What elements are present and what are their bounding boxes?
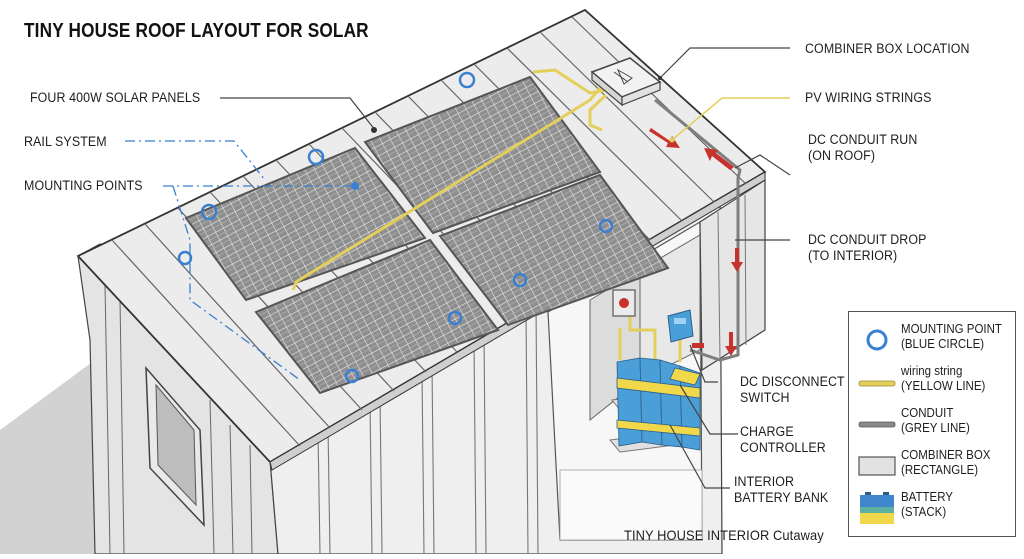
callout-dc-disconnect: DC DISCONNECT SWITCH (740, 374, 845, 406)
page-title: TINY HOUSE ROOF LAYOUT FOR SOLAR (24, 20, 369, 42)
callout-pv-wiring: PV WIRING STRINGS (805, 90, 932, 105)
solar-panels (184, 75, 670, 395)
battery-icon (860, 492, 894, 524)
blue-circle-icon (866, 329, 888, 351)
arrow-up-roof (704, 148, 734, 170)
legend-item-conduit: CONDUIT(GREY LINE) (849, 404, 1017, 444)
pv-wiring-strings (291, 68, 682, 362)
solar-panel-4 (438, 173, 670, 327)
callout-dc-disconnect-line1: DC DISCONNECT (740, 374, 845, 389)
yellow-line-icon (858, 380, 896, 387)
arrow-down-wall-1 (731, 248, 743, 272)
callout-rail-system: RAIL SYSTEM (24, 134, 107, 149)
callout-solar-panels: FOUR 400W SOLAR PANELS (30, 90, 201, 105)
callout-conduit-drop-line1: DC CONDUIT DROP (808, 232, 927, 247)
legend-label: CONDUIT (901, 406, 954, 420)
arrow-down-roof (649, 128, 680, 148)
flow-arrows (649, 128, 743, 356)
cutaway-caption: TINY HOUSE INTERIOR Cutaway (624, 527, 824, 543)
grey-line-icon (858, 421, 896, 428)
callout-charge-controller: CHARGE CONTROLLER (740, 424, 826, 456)
legend-label: COMBINER BOX (901, 448, 991, 462)
callout-conduit-run-line2: (ON ROOF) (808, 148, 876, 163)
mounting-points (177, 71, 614, 384)
callout-battery-bank-line2: BATTERY BANK (734, 490, 829, 505)
legend-sublabel: (STACK) (901, 505, 947, 519)
callout-combiner-box: COMBINER BOX LOCATION (805, 41, 970, 56)
legend-item-wiring-string: wiring string(YELLOW LINE) (849, 362, 1017, 402)
ground-shadow (0, 360, 100, 554)
rail-system-leader (125, 140, 355, 381)
arrow-down-wall-2 (725, 332, 737, 356)
gable-wall (77, 243, 279, 555)
callout-charge-controller-line1: CHARGE (740, 424, 794, 439)
solar-panel-2 (363, 75, 602, 235)
callout-conduit-run-line1: DC CONDUIT RUN (808, 132, 918, 147)
battery-bank (609, 357, 701, 453)
callout-charge-controller-line2: CONTROLLER (740, 440, 826, 455)
legend-item-mounting-point: MOUNTING POINT(BLUE CIRCLE) (849, 320, 1017, 360)
legend-label: MOUNTING POINT (901, 322, 1002, 336)
legend-sublabel: (BLUE CIRCLE) (901, 337, 985, 351)
legend-item-combiner-box: COMBINER BOX(RECTANGLE) (849, 446, 1017, 486)
legend-sublabel: (GREY LINE) (901, 421, 970, 435)
callout-conduit-drop-line2: (TO INTERIOR) (808, 248, 898, 263)
callout-dc-disconnect-line2: SWITCH (740, 390, 790, 405)
callout-battery-bank: INTERIOR BATTERY BANK (734, 474, 828, 506)
legend-sublabel: (RECTANGLE) (901, 463, 979, 477)
legend: MOUNTING POINT(BLUE CIRCLE) wiring strin… (848, 311, 1016, 537)
legend-label: wiring string (901, 364, 963, 378)
solar-panel-3 (254, 238, 500, 395)
solar-panel-1 (184, 146, 427, 302)
legend-label: BATTERY (901, 490, 953, 504)
leader-lines (220, 47, 791, 489)
callout-conduit-run: DC CONDUIT RUN (ON ROOF) (808, 132, 917, 164)
callout-conduit-drop: DC CONDUIT DROP (TO INTERIOR) (808, 232, 926, 264)
callout-mounting-points: MOUNTING POINTS (24, 178, 143, 193)
pv-wiring-leader (671, 97, 790, 141)
combiner-box (590, 57, 662, 107)
mounting-point-marker (351, 182, 359, 190)
dc-disconnect-switch (612, 289, 636, 317)
legend-item-battery: BATTERY(STACK) (849, 488, 1017, 528)
legend-sublabel: (YELLOW LINE) (901, 379, 986, 393)
charge-controller (667, 309, 704, 348)
rectangle-icon (858, 456, 896, 476)
callout-battery-bank-line1: INTERIOR (734, 474, 795, 489)
